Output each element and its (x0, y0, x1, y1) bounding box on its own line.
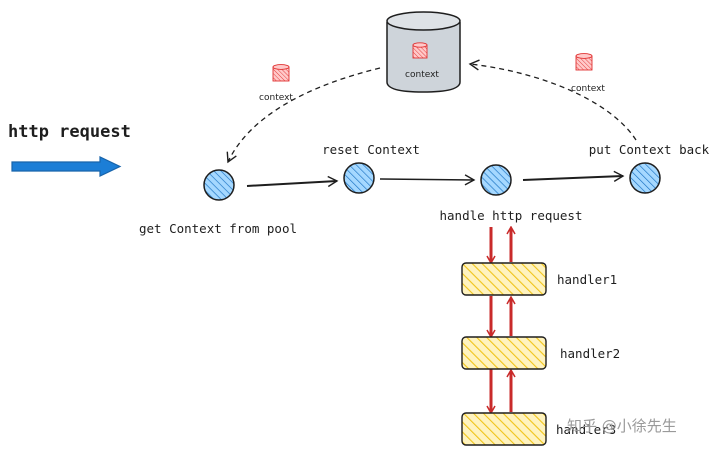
handler-3-box (461, 412, 547, 446)
database-icon (575, 53, 593, 71)
arrow-handle-to-put (522, 170, 625, 182)
handler-2-box (461, 336, 547, 370)
context-icon-left: context (259, 64, 293, 103)
database-icon (412, 42, 428, 59)
context-icon-left-label: context (259, 93, 293, 103)
arrow-get-to-reset (246, 175, 339, 188)
dashed-arrow-put-to-storage (468, 59, 637, 141)
watermark: 知乎 @小徐先生 (567, 417, 677, 435)
storage-label: context (405, 70, 439, 80)
dashed-arrow-storage-to-get (226, 67, 381, 164)
handler-3-label: handler3 (556, 422, 616, 437)
http-request-title: http request (8, 122, 131, 142)
call-chain-arrows (491, 227, 511, 412)
label-put-context: put Context back (589, 142, 710, 157)
arrow-reset-to-handle (379, 174, 476, 186)
context-icon-right: context (571, 53, 605, 94)
database-icon (272, 64, 290, 82)
node-handle-request (480, 164, 512, 196)
handler-1-box (461, 262, 547, 296)
label-reset-context: reset Context (322, 142, 420, 157)
label-get-context: get Context from pool (139, 221, 297, 236)
node-put-context (629, 162, 661, 194)
request-arrow (11, 156, 122, 177)
node-reset-context (343, 162, 375, 194)
label-handle-request: handle http request (440, 208, 583, 223)
context-icon-right-label: context (571, 84, 605, 94)
handler-1-label: handler1 (557, 272, 617, 287)
handler-2-label: handler2 (560, 346, 620, 361)
node-get-context (203, 169, 235, 201)
context-storage: context (386, 11, 461, 93)
